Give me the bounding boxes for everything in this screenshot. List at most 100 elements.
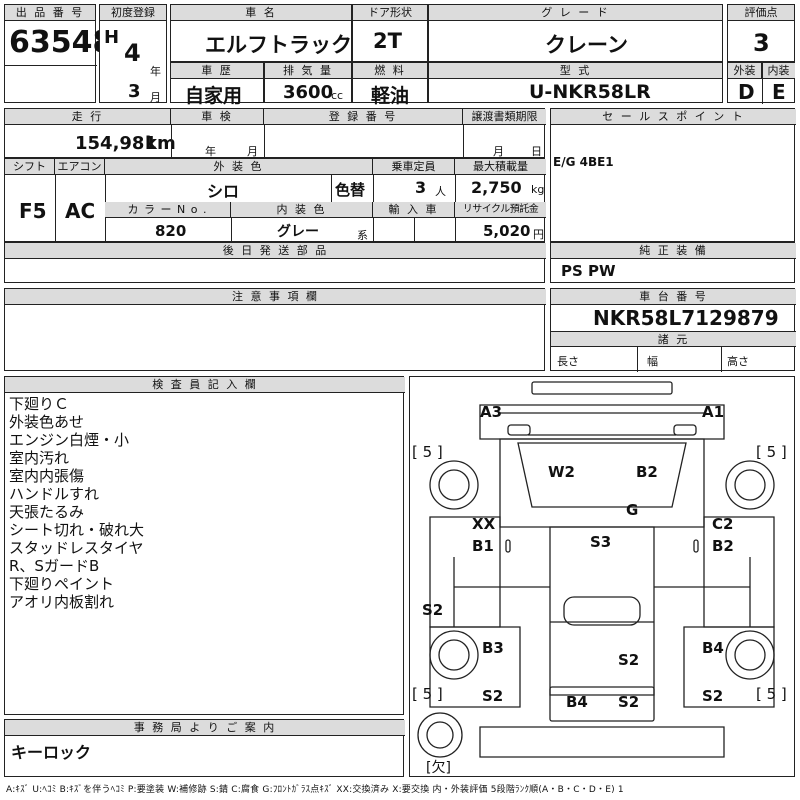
history-box: 車 歴 自家用 <box>170 62 264 107</box>
damage-mark: XX <box>472 515 496 533</box>
car-name-box: 車 名 エルフトラック <box>170 4 352 62</box>
max-load-unit: kg <box>531 183 545 196</box>
selling-points-label: セ ー ル ス ポ イ ン ト <box>551 109 796 125</box>
first-reg-label: 初度登録 <box>100 5 167 21</box>
inspector-label: 検 査 員 記 入 欄 <box>5 377 405 393</box>
door-box: ドア形状 2T <box>352 4 428 62</box>
tread-rear-left: [ 5 ] <box>412 685 443 703</box>
damage-mark: S2 <box>618 651 640 669</box>
recycle: 5,020 <box>483 222 531 240</box>
genuine: PS PW <box>561 262 616 280</box>
ext-int-grade-box: 外装 内装 D E <box>727 62 795 104</box>
era: H <box>104 27 120 48</box>
lot-box: 出 品 番 号 63548 <box>4 4 113 103</box>
transfer-month-unit: 月 <box>493 145 504 158</box>
model-label: 型 式 <box>429 63 723 79</box>
displacement: 3600 <box>283 82 334 103</box>
damage-mark: S2 <box>618 693 640 711</box>
later-parts-block: 後 日 発 送 部 品 <box>4 242 546 283</box>
ext-color-label: 外 装 色 <box>105 159 373 175</box>
selling-points-block: セ ー ル ス ポ イ ン ト E/G 4BE1 <box>550 108 796 242</box>
note-line: エンジン白煙・小 <box>9 431 130 449</box>
reg-no-label: 登 録 番 号 <box>264 109 463 125</box>
damage-mark: C2 <box>712 515 734 533</box>
int-color: グレー <box>277 224 319 240</box>
ext-color: シロ <box>207 182 240 201</box>
spare-tire-mark: [欠] <box>426 760 451 776</box>
year-unit: 年 <box>150 65 161 78</box>
note-line: 下廻りＣ <box>9 395 70 413</box>
aircon: AC <box>65 199 96 223</box>
grade: クレーン <box>545 33 628 57</box>
grade-box: グ レ ー ド クレーン <box>428 4 723 62</box>
damage-mark: W2 <box>548 463 575 481</box>
recycle-label: リサイクル預託金 <box>455 202 546 218</box>
month-unit: 月 <box>150 91 161 104</box>
damage-diagram: A3 A1 W2 B2 G XX C2 B1 B2 S3 S2 B3 B4 S2… <box>409 376 795 777</box>
office-label: 事 務 局 よ り ご 案 内 <box>5 720 405 736</box>
int-color-unit: 系 <box>357 229 368 242</box>
chassis-label: 車 台 番 号 <box>551 289 796 305</box>
caution-block: 注 意 事 項 欄 <box>4 288 546 371</box>
note-line: ハンドルすれ <box>9 485 100 503</box>
tread-front-left: [ 5 ] <box>412 443 443 461</box>
shift: F5 <box>19 199 47 223</box>
grade-label: グ レ ー ド <box>429 5 723 21</box>
transfer-day-unit: 日 <box>531 145 542 158</box>
displacement-box: 排 気 量 3600 cc <box>264 62 352 103</box>
lot-label: 出 品 番 号 <box>5 5 96 21</box>
tread-rear-right: [ 5 ] <box>756 685 787 703</box>
note-line: 外装色あせ <box>9 413 85 431</box>
model-box: 型 式 U-NKR58LR <box>428 62 723 103</box>
score: 3 <box>753 29 770 57</box>
note-line: R、SガードB <box>9 557 100 575</box>
max-load: 2,750 <box>471 178 522 197</box>
inspection-label: 車 検 <box>171 109 264 125</box>
exterior-grade: D <box>738 80 755 104</box>
note-line: シート切れ・破れ大 <box>9 521 145 539</box>
color-no: 820 <box>155 222 187 240</box>
damage-mark: A3 <box>480 403 503 421</box>
damage-mark: B2 <box>636 463 658 481</box>
door: 2T <box>373 29 402 53</box>
history: 自家用 <box>185 85 243 107</box>
shift-label: シフト <box>5 159 55 175</box>
later-parts-label: 後 日 発 送 部 品 <box>5 243 546 259</box>
damage-mark: S3 <box>590 533 612 551</box>
length-label: 長さ <box>557 355 579 368</box>
inspector-notes: 下廻りＣ 外装色あせ エンジン白煙・小 室内汚れ 室内内張傷 ハンドルすれ 天張… <box>9 395 144 611</box>
damage-mark: S2 <box>422 601 444 619</box>
fuel: 軽油 <box>371 85 410 107</box>
note-line: 天張たるみ <box>9 503 85 521</box>
mileage-block: 走 行 154,981 km 車 検 年 月 登 録 番 号 譲渡書類期限 月 … <box>4 108 546 159</box>
capacity: 3 <box>415 178 427 197</box>
selling-points: E/G 4BE1 <box>553 155 614 169</box>
capacity-unit: 人 <box>435 185 446 198</box>
note-line: 室内内張傷 <box>9 467 85 485</box>
damage-mark: B1 <box>472 537 494 555</box>
genuine-label: 純 正 装 備 <box>551 243 796 259</box>
damage-mark: S2 <box>702 687 724 705</box>
color-change: 色替 <box>335 181 366 199</box>
fuel-label: 燃 料 <box>353 63 428 79</box>
note-line: スタッドレスタイヤ <box>9 539 144 557</box>
aircon-label: エアコン <box>55 159 105 175</box>
lot-number: 63548 <box>9 25 114 60</box>
mileage-label: 走 行 <box>5 109 171 125</box>
damage-mark: G <box>626 501 639 519</box>
model: U-NKR58LR <box>529 81 651 103</box>
damage-mark: B3 <box>482 639 504 657</box>
office-block: 事 務 局 よ り ご 案 内 キーロック <box>4 719 405 777</box>
month-value: 3 <box>128 81 141 102</box>
chassis-block: 車 台 番 号 NKR58L7129879 諸 元 長さ 幅 高さ <box>550 288 796 372</box>
displacement-unit: cc <box>331 89 344 102</box>
genuine-block: 純 正 装 備 PS PW <box>550 242 796 283</box>
damage-mark: S2 <box>482 687 504 705</box>
note-line: 下廻りペイント <box>9 575 115 593</box>
damage-mark: B4 <box>702 639 724 657</box>
note-line: 室内汚れ <box>9 449 70 467</box>
inspector-block: 検 査 員 記 入 欄 下廻りＣ 外装色あせ エンジン白煙・小 室内汚れ 室内内… <box>4 376 405 715</box>
fuel-box: 燃 料 軽油 <box>352 62 428 107</box>
interior-label: 内装 <box>762 63 795 79</box>
import-label: 輸 入 車 <box>373 202 455 218</box>
